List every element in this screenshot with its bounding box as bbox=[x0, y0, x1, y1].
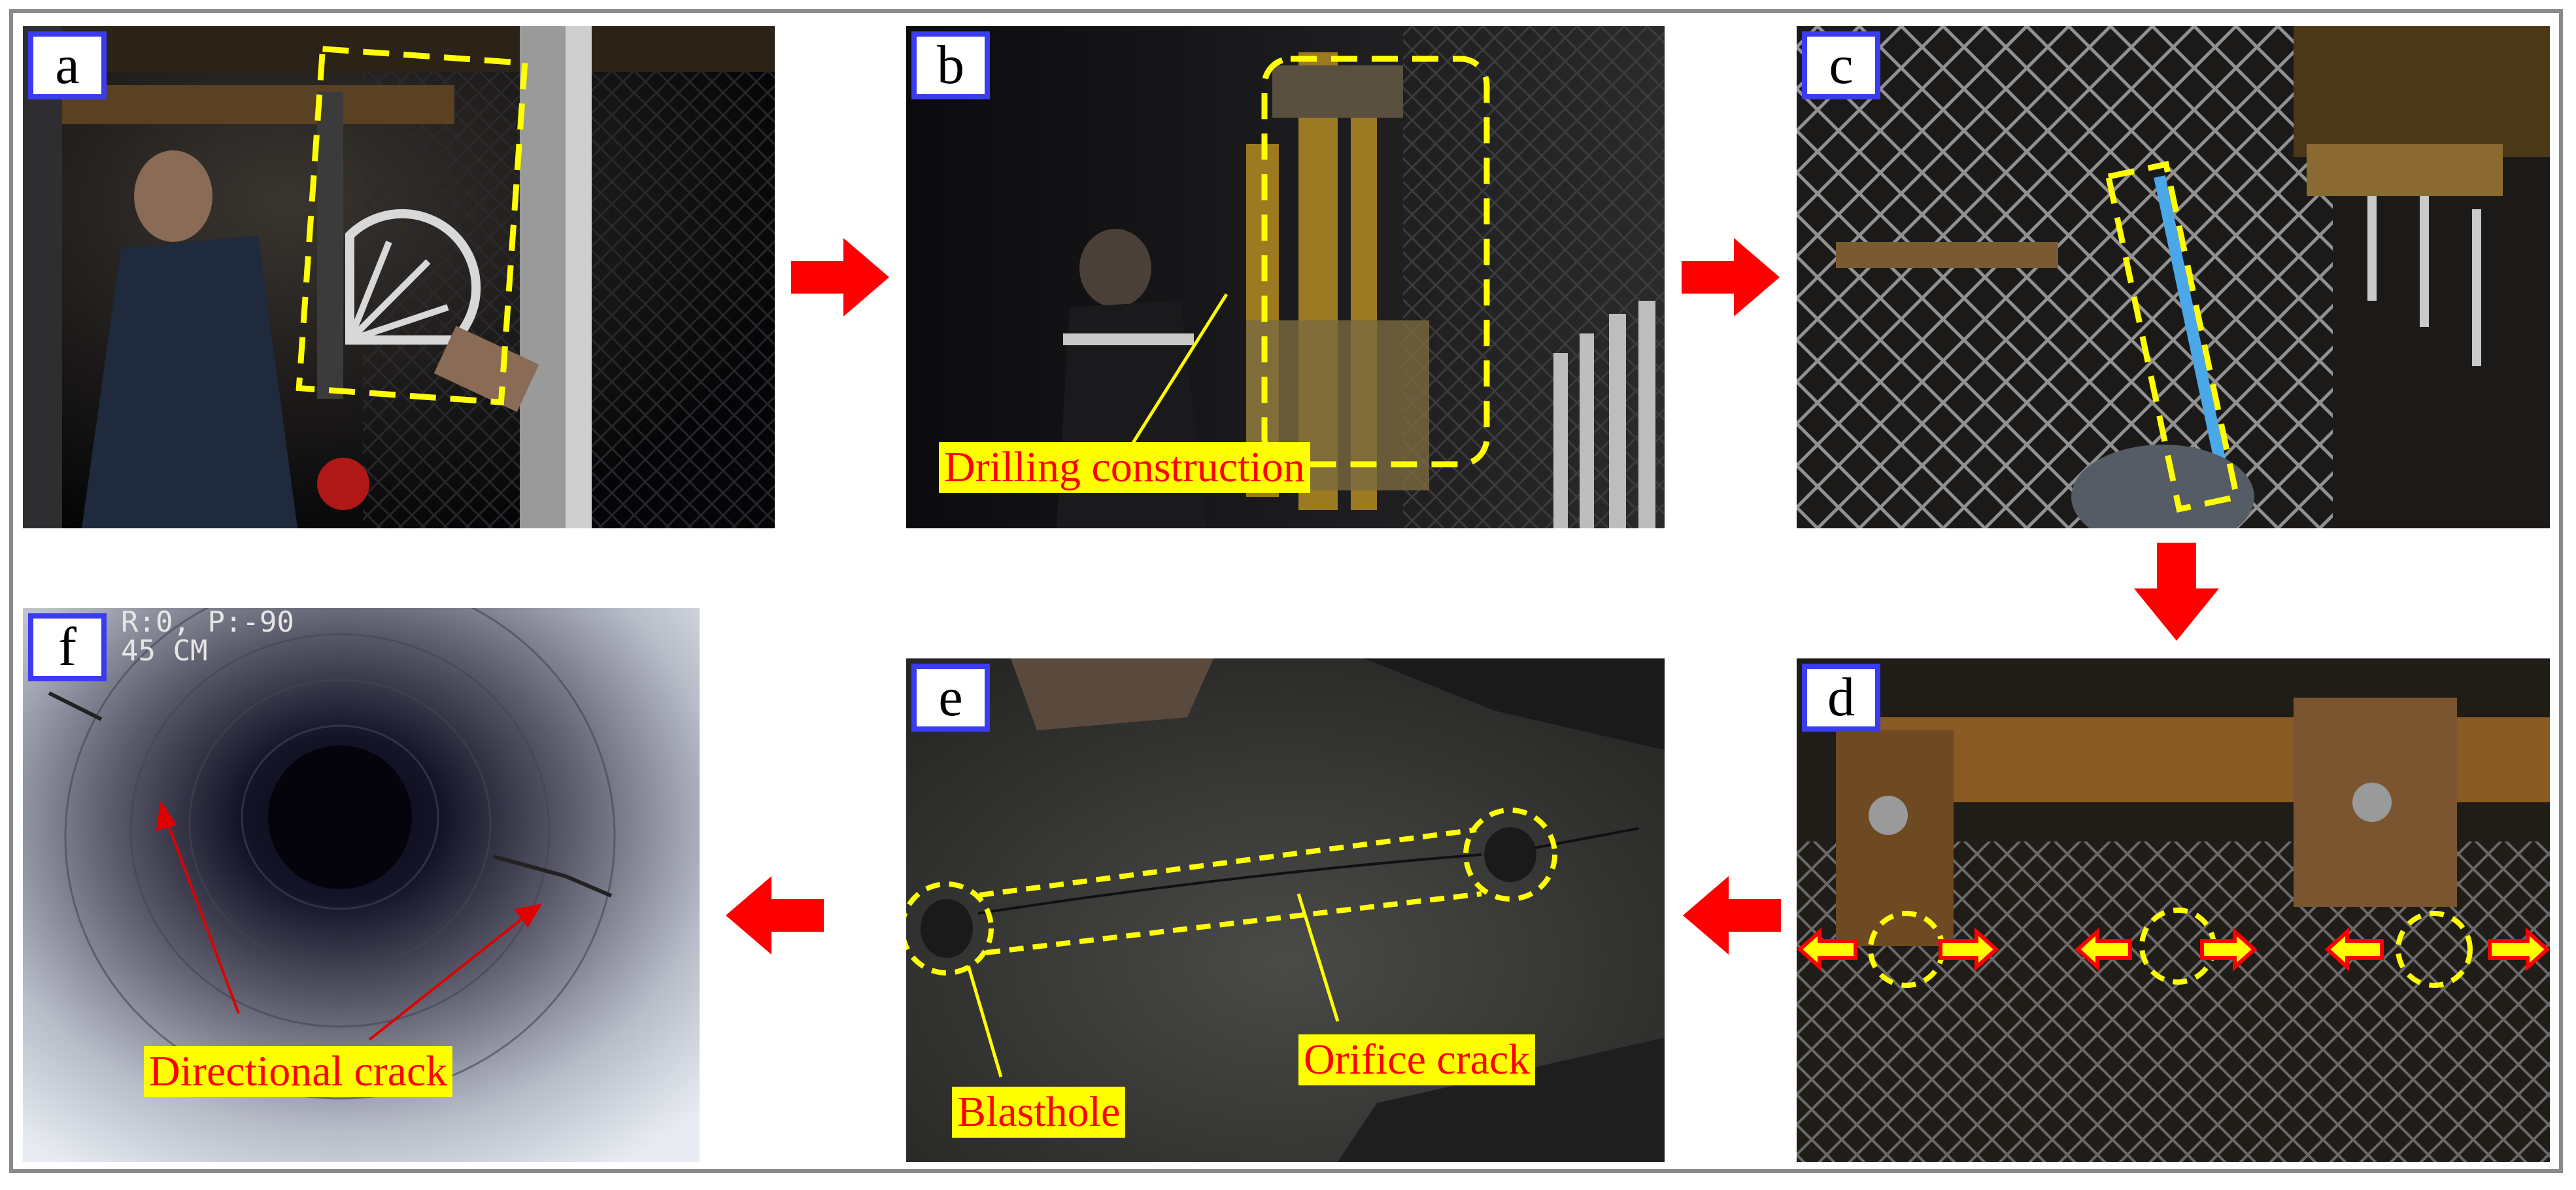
panel-b: b Drilling construction bbox=[906, 26, 1665, 528]
blasthole-annotation: Blasthole bbox=[952, 1087, 1126, 1138]
crack-direction-arrows bbox=[1797, 927, 2550, 972]
left-arrow-icon bbox=[726, 876, 824, 955]
panel-a-photo bbox=[23, 26, 775, 528]
panel-b-label: b bbox=[911, 31, 990, 99]
camera-depth-readout: 45 CM bbox=[121, 634, 208, 668]
left-arrow-icon bbox=[1683, 876, 1781, 955]
panel-c-label: c bbox=[1802, 31, 1880, 99]
panel-e: e Blasthole Orifice crack bbox=[906, 658, 1665, 1162]
right-arrow-icon bbox=[791, 238, 889, 316]
panel-e-label: e bbox=[911, 664, 990, 732]
down-arrow-icon bbox=[2134, 543, 2219, 641]
panel-a-label: a bbox=[28, 31, 107, 99]
right-arrow-icon bbox=[1682, 238, 1780, 316]
camera-orientation-readout: R:0, P:-90 bbox=[121, 608, 294, 639]
panel-f: R:0, P:-90 45 CM f Directional crack bbox=[23, 608, 700, 1162]
panel-a: a bbox=[23, 26, 775, 528]
directional-crack-annotation: Directional crack bbox=[144, 1046, 453, 1097]
panel-d: d bbox=[1797, 658, 2550, 1162]
panel-e-photo bbox=[906, 658, 1665, 1162]
panel-c-photo bbox=[1797, 26, 2550, 528]
panel-d-label: d bbox=[1802, 664, 1880, 732]
panel-d-photo bbox=[1797, 658, 2550, 1162]
panel-c: c bbox=[1797, 26, 2550, 528]
orifice-crack-annotation: Orifice crack bbox=[1298, 1034, 1536, 1085]
panel-f-label: f bbox=[28, 613, 107, 681]
drilling-construction-annotation: Drilling construction bbox=[939, 442, 1310, 493]
